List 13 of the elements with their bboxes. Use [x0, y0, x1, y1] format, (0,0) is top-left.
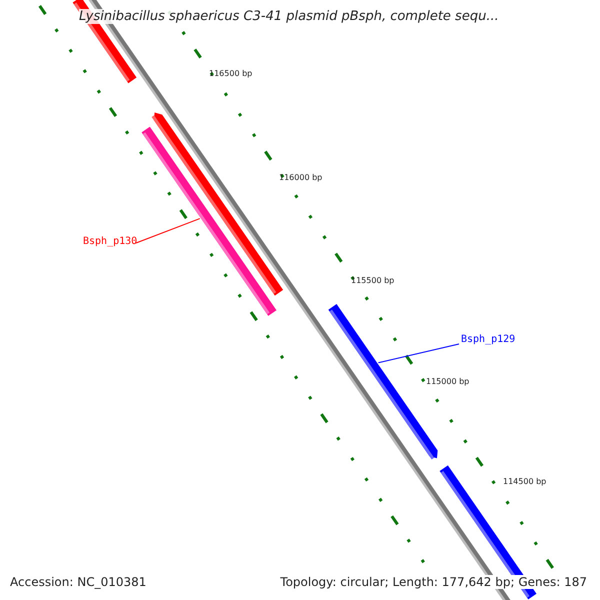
gene-bar [142, 126, 276, 316]
leader-line [136, 218, 200, 244]
position-label: 115000 bp [426, 377, 470, 386]
position-label: 116500 bp [209, 69, 252, 78]
position-label: 116000 bp [279, 173, 322, 182]
gene-label: Bsph_p130 [83, 236, 138, 247]
leader-line [378, 344, 460, 364]
position-label: 115500 bp [351, 276, 394, 285]
gene-label: Bsph_p129 [461, 334, 516, 345]
title: Lysinibacillus sphaericus C3-41 plasmid pBsph, complete sequ... [79, 9, 499, 24]
accession-text: Accession: NC_010381 [9, 575, 148, 589]
position-label: 114500 bp [503, 477, 546, 486]
summary-text: Topology: circular; Length: 177,642 bp; Genes: 187 [279, 575, 588, 589]
